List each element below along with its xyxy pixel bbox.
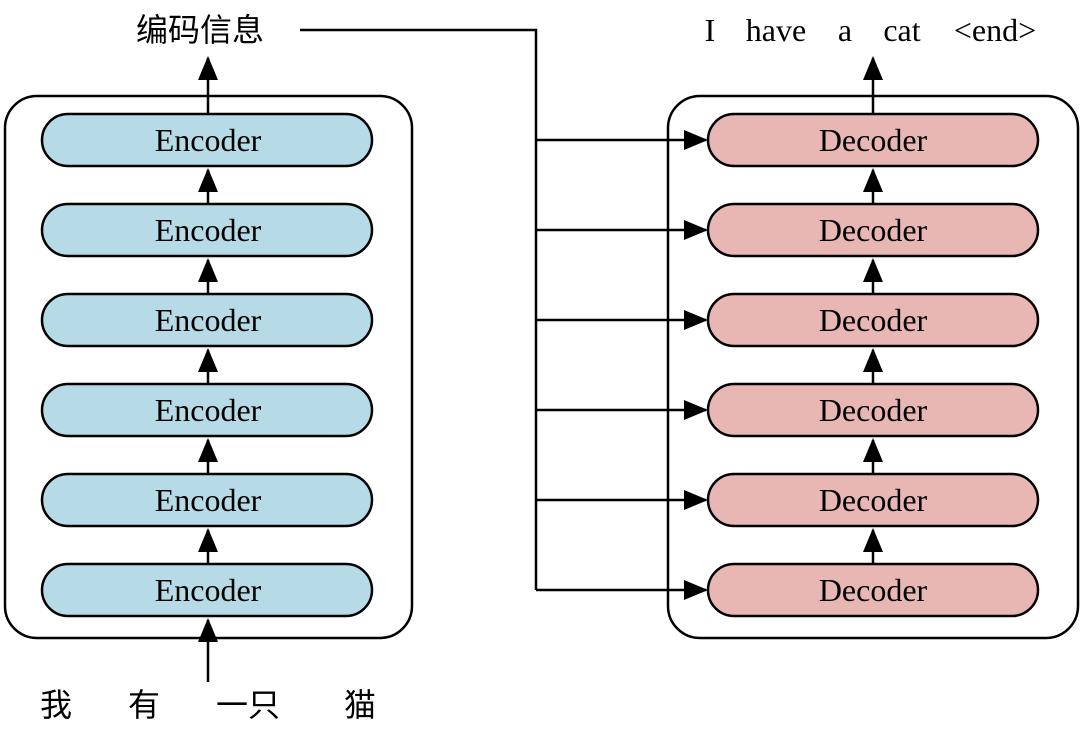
encoded-info-label: 编码信息 xyxy=(136,11,264,49)
decoder-layer: Decoder xyxy=(706,202,1040,258)
encoder-layer-label: Encoder xyxy=(155,392,262,428)
decoder-layer: Decoder xyxy=(706,292,1040,348)
input-token: 猫 xyxy=(344,686,376,724)
encoder-layer: Encoder xyxy=(40,202,374,258)
encoder-layer: Encoder xyxy=(40,112,374,168)
input-token: 我 xyxy=(40,686,72,724)
decoder-layer: Decoder xyxy=(706,112,1040,168)
connector-bus xyxy=(300,28,538,590)
output-token: a xyxy=(838,12,852,48)
encoder-layer-label: Encoder xyxy=(155,482,262,518)
input-token: 一只 xyxy=(216,686,280,724)
encoder-layer-label: Encoder xyxy=(155,572,262,608)
encoder-layer-label: Encoder xyxy=(155,302,262,338)
decoder-layer: Decoder xyxy=(706,382,1040,438)
encoder-layer: Encoder xyxy=(40,562,374,618)
output-token: I xyxy=(705,12,716,48)
output-token: cat xyxy=(883,12,920,48)
encoder-layer-label: Encoder xyxy=(155,122,262,158)
decoder-layer: Decoder xyxy=(706,562,1040,618)
decoder-layer-label: Decoder xyxy=(819,122,928,158)
output-token: <end> xyxy=(954,12,1036,48)
encoder-layer-label: Encoder xyxy=(155,212,262,248)
output-token: have xyxy=(746,12,806,48)
decoder-layer-label: Decoder xyxy=(819,302,928,338)
encoder-layer: Encoder xyxy=(40,292,374,348)
decoder-layer-label: Decoder xyxy=(819,392,928,428)
encoder-layer: Encoder xyxy=(40,382,374,438)
encoded-info-connector xyxy=(300,28,708,600)
input-token: 有 xyxy=(128,686,160,724)
encoder-layer: Encoder xyxy=(40,472,374,528)
decoder-layer-label: Decoder xyxy=(819,212,928,248)
decoder-layer: Decoder xyxy=(706,472,1040,528)
decoder-layer-label: Decoder xyxy=(819,572,928,608)
decoder-layer-label: Decoder xyxy=(819,482,928,518)
